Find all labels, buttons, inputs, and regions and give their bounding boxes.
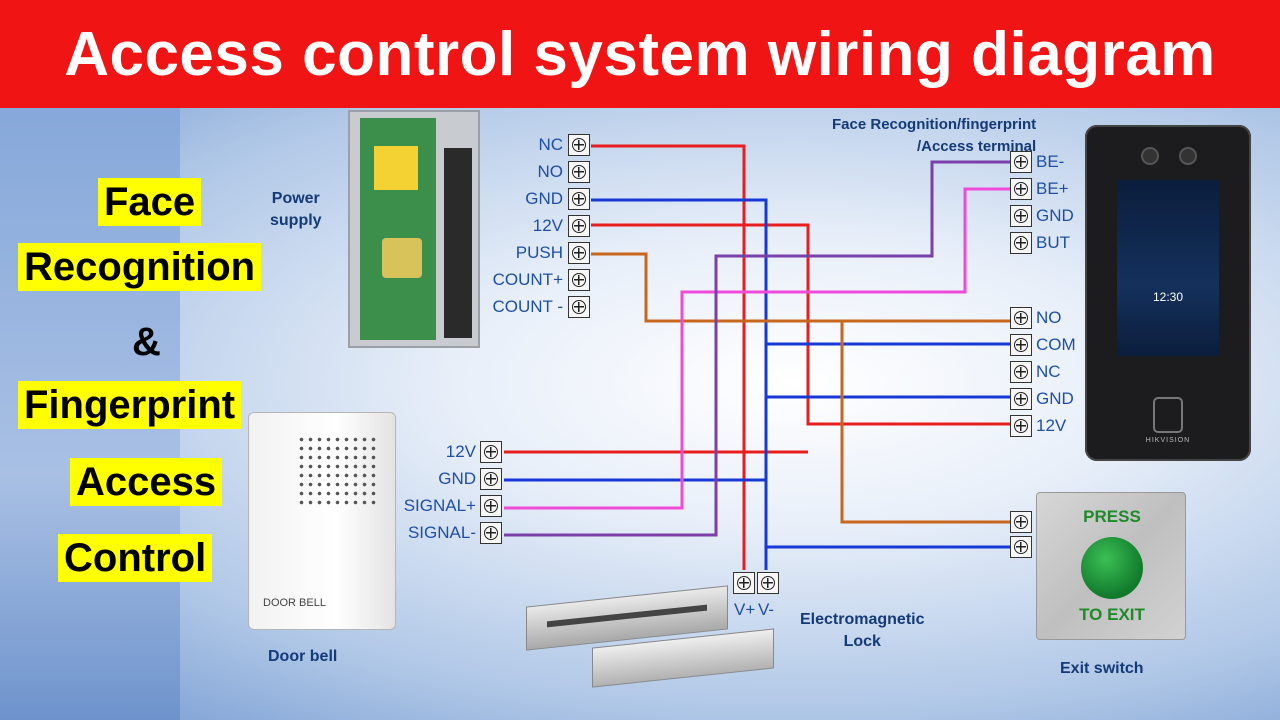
terminal-brand: HIKVISION xyxy=(1145,437,1191,444)
screw-terminal-icon xyxy=(1010,415,1032,437)
psu-terminal-label: COUNT - xyxy=(492,297,563,316)
wire-signal-plus xyxy=(504,187,1010,510)
terminal-label: Face Recognition/fingerprint /Access ter… xyxy=(832,116,1037,155)
psu-terminal-label: COUNT+ xyxy=(492,270,563,289)
wire-push xyxy=(591,252,1010,323)
wire-exit-orange xyxy=(840,321,1010,524)
screw-terminal-icon xyxy=(757,572,779,594)
terminal-time: 12:30 xyxy=(1152,290,1184,304)
access-upper-terminal-label: BE- xyxy=(1036,152,1065,171)
door-bell-terminal-label: 12V xyxy=(445,442,476,461)
screw-terminal-icon xyxy=(480,522,502,544)
screw-terminal-icon xyxy=(1010,232,1032,254)
power-supply-label: Power supply xyxy=(270,190,322,229)
exit-press-text: PRESS xyxy=(1083,507,1141,526)
screw-terminal-icon xyxy=(1010,511,1032,533)
screw-terminal-icon xyxy=(480,441,502,463)
camera-icon xyxy=(1141,147,1159,165)
caution-sticker-icon xyxy=(374,146,418,190)
exit-to-exit-text: TO EXIT xyxy=(1079,605,1145,624)
side-label-face: Face xyxy=(98,178,202,226)
psu-terminal-label: 12V xyxy=(532,216,563,235)
screw-terminal-icon xyxy=(568,296,590,318)
screw-terminal-icon xyxy=(1010,361,1032,383)
screw-terminal-icon xyxy=(568,269,590,291)
screw-terminal-icon xyxy=(1010,334,1032,356)
screw-terminal-icon xyxy=(1010,536,1032,558)
psu-terminal-label: PUSH xyxy=(515,243,563,262)
side-label-control: Control xyxy=(58,534,213,582)
access-lower-terminal-label: 12V xyxy=(1036,416,1067,435)
side-label-recognition: Recognition xyxy=(18,243,262,291)
screw-terminal-icon xyxy=(568,134,590,156)
power-supply-board xyxy=(360,118,436,340)
terminal-screen: 12:30 xyxy=(1117,180,1219,356)
access-terminal-device: 12:30 HIKVISION xyxy=(1085,125,1251,461)
access-upper-terminal-label: GND xyxy=(1036,206,1074,225)
screw-terminal-icon xyxy=(733,572,755,594)
lock-terminal-label: V- xyxy=(758,600,775,619)
lock-terminal-label: V+ xyxy=(734,600,756,619)
screw-terminal-icon xyxy=(568,188,590,210)
door-bell-label: Door bell xyxy=(268,648,338,665)
screw-terminal-icon xyxy=(568,161,590,183)
access-upper-terminal-label: BUT xyxy=(1036,233,1070,252)
access-upper-terminal-label: BE+ xyxy=(1036,179,1069,198)
access-lower-terminal-label: NC xyxy=(1036,362,1061,381)
psu-terminal-label: GND xyxy=(525,189,563,208)
page-title: Access control system wiring diagram xyxy=(64,19,1216,89)
access-lower-terminal-label: COM xyxy=(1036,335,1076,354)
lock-label: Electromagnetic Lock xyxy=(800,611,925,650)
transformer-icon xyxy=(382,238,422,278)
side-label-access: Access xyxy=(70,458,223,506)
screw-terminal-icon xyxy=(568,215,590,237)
screw-terminal-icon xyxy=(1010,388,1032,410)
screw-terminal-icon xyxy=(568,242,590,264)
door-bell-terminal-label: GND xyxy=(438,469,476,488)
door-bell-terminal-label: SIGNAL- xyxy=(407,523,476,542)
card-reader-icon xyxy=(1153,397,1183,433)
screw-terminal-icon xyxy=(1010,205,1032,227)
power-supply-unit xyxy=(348,110,480,348)
exit-switch-device: PRESS TO EXIT xyxy=(1036,492,1186,640)
door-bell-terminal-label: SIGNAL+ xyxy=(403,496,476,515)
wire-psu-gnd xyxy=(591,198,768,570)
access-lower-terminal-label: GND xyxy=(1036,389,1074,408)
power-supply-terminal-block xyxy=(444,148,472,338)
screw-terminal-icon xyxy=(1010,307,1032,329)
side-label-fingerprint: Fingerprint xyxy=(18,381,242,429)
screw-terminal-icon xyxy=(1010,178,1032,200)
screw-terminal-icon xyxy=(480,495,502,517)
psu-terminal-label: NO xyxy=(537,162,564,181)
screw-terminal-icon xyxy=(1010,151,1032,173)
access-lower-terminal-label: NO xyxy=(1036,308,1062,327)
side-label-ampersand: & xyxy=(132,320,161,364)
speaker-grille-icon xyxy=(297,435,377,505)
wire-psu-nc-lock xyxy=(591,144,746,570)
wire-signal-minus xyxy=(504,160,1010,537)
door-bell-imprint: DOOR BELL xyxy=(263,597,326,609)
screw-terminal-icon xyxy=(480,468,502,490)
exit-push-button-icon xyxy=(1081,537,1143,599)
title-banner: Access control system wiring diagram xyxy=(0,0,1280,108)
psu-terminal-label: NC xyxy=(538,135,563,154)
wire-psu-12v xyxy=(591,223,1010,426)
door-bell-device: DOOR BELL xyxy=(248,412,396,630)
exit-switch-label: Exit switch xyxy=(1060,660,1144,677)
camera-icon xyxy=(1179,147,1197,165)
